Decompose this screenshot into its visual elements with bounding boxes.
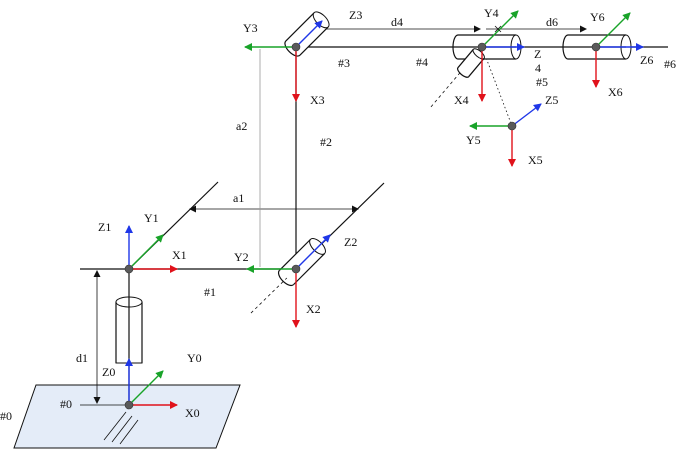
label-x3: X3 xyxy=(310,93,325,107)
link-label-1: #1 xyxy=(204,285,216,299)
dimension-d1 xyxy=(80,270,129,406)
label-z4: Z xyxy=(534,47,541,61)
label-y5: Y5 xyxy=(466,133,481,147)
label-a2: a2 xyxy=(236,119,247,133)
link-label-5: #5 xyxy=(536,75,548,89)
base-plate xyxy=(13,384,241,449)
label-z2: Z2 xyxy=(344,235,357,249)
frame-1-axes xyxy=(125,225,178,273)
joint3-cylinder xyxy=(284,11,330,57)
link-label-2: #2 xyxy=(320,135,332,149)
label-z6: Z6 xyxy=(640,53,653,67)
frame-labels: X0 Y0 Z0 X1 Y1 Z1 X2 Y2 Z2 X3 Y3 Z3 X4 Y… xyxy=(98,6,653,420)
label-y0: Y0 xyxy=(187,351,202,365)
label-y1: Y1 xyxy=(144,211,159,225)
frame-3-axes xyxy=(244,20,323,102)
label-x2: X2 xyxy=(306,302,321,316)
label-z3: Z3 xyxy=(349,8,362,22)
label-x5: X5 xyxy=(528,153,543,167)
link-label-4: #4 xyxy=(416,55,428,69)
link-lines xyxy=(80,20,668,405)
link-labels: #0 #0 #1 #2 #3 #4 #5 #6 xyxy=(0,55,676,423)
label-x0: X0 xyxy=(185,406,200,420)
label-x1: X1 xyxy=(172,248,187,262)
label-d6: d6 xyxy=(546,15,558,29)
frame-2-axes xyxy=(246,234,331,328)
frame-5-axes xyxy=(469,103,542,167)
label-a1: a1 xyxy=(233,191,244,205)
dimension-labels: d1 a1 a2 d4 d6 xyxy=(76,15,558,365)
label-y6: Y6 xyxy=(590,10,605,24)
frame-6-axes xyxy=(592,12,644,88)
label-y3: Y3 xyxy=(243,21,258,35)
label-x4: X4 xyxy=(454,93,469,107)
label-d1: d1 xyxy=(76,351,88,365)
label-z0: Z0 xyxy=(102,365,115,379)
frame-4-axes xyxy=(478,10,525,102)
label-d4: d4 xyxy=(391,15,403,29)
frame-0-axes xyxy=(125,358,178,409)
label-z4-subscript: 4 xyxy=(535,61,541,75)
label-y4: Y4 xyxy=(484,6,499,20)
link-label-base: #0 xyxy=(60,397,72,411)
d4-cross-mark xyxy=(494,25,502,33)
link-label-3: #3 xyxy=(338,56,350,70)
link-label-6: #6 xyxy=(664,57,676,71)
label-x6: X6 xyxy=(608,85,623,99)
joint-origin-dots xyxy=(124,42,601,410)
label-z5: Z5 xyxy=(545,93,558,107)
label-y2: Y2 xyxy=(234,250,249,264)
label-z1: Z1 xyxy=(98,220,111,234)
link-label-base-outer: #0 xyxy=(0,409,12,423)
joint2-cylinder xyxy=(277,238,326,287)
